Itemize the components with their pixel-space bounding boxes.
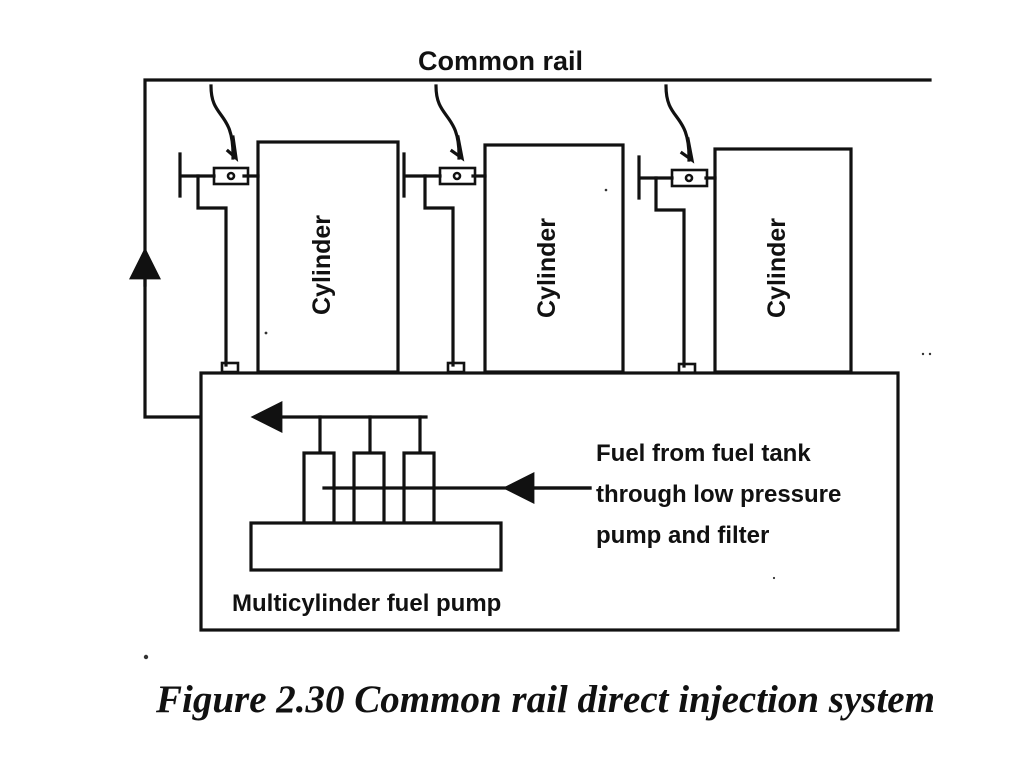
cylinder-3 [713,147,853,374]
scan-speck [264,331,268,335]
injector-assembly-3 [637,84,717,375]
cylinder-1-label: Cylinder [308,215,336,315]
common-rail-line [143,78,932,419]
scan-speck [143,654,149,660]
injector-assembly-2 [402,84,487,374]
pump-label: Multicylinder fuel pump [232,590,501,617]
cylinder-3-label: Cylinder [763,218,791,318]
cylinder-2 [483,143,625,374]
injector-assembly-1 [178,84,260,374]
fuel-source-label-line-2: through low pressure [596,481,841,508]
fuel-source-label-line-3: pump and filter [596,522,769,549]
cylinder-1 [256,140,400,374]
cylinder-2-label: Cylinder [533,218,561,318]
scan-speck [921,352,925,356]
common-rail-label: Common rail [418,46,583,76]
figure-caption: Figure 2.30 Common rail direct injection… [155,678,935,721]
multicylinder-fuel-pump [249,415,503,572]
scan-speck [928,352,932,356]
scan-speck [772,576,776,580]
scan-speck [604,188,608,192]
fuel-source-label-line-1: Fuel from fuel tank [596,440,811,467]
